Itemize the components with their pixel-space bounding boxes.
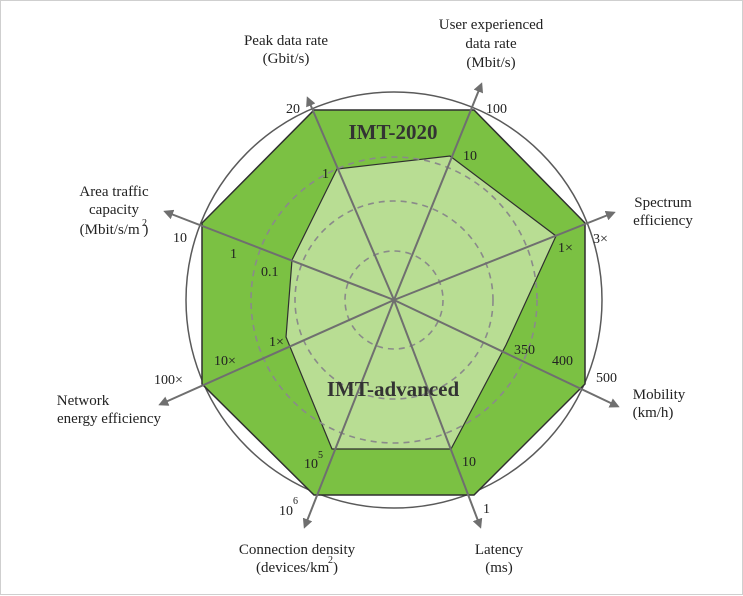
axis-title-line: data rate xyxy=(465,36,517,52)
spoke-spectrum-efficiency xyxy=(393,210,616,301)
axis-title-line: Spectrum xyxy=(634,195,692,211)
tick-imt2020: 3× xyxy=(593,232,608,247)
axis-title-line: Connection density xyxy=(239,542,356,558)
tick-imt-advanced: 1 xyxy=(230,247,237,262)
axis-title-line: Area traffic xyxy=(79,184,149,200)
axis-area-traffic-capacity: Area traffic capacity (Mbit/s/m ) 2 10 1… xyxy=(79,184,278,280)
tick-imt-advanced-base: 10 xyxy=(304,457,318,472)
axis-title-superscript: 2 xyxy=(328,555,333,566)
axis-mobility: Mobility (km/h) 500 400 350 xyxy=(514,343,686,421)
tick-imt-advanced: 10 xyxy=(462,455,476,470)
axis-network-energy-efficiency: Network energy efficiency 100× 10× 1× xyxy=(57,335,284,427)
axis-connection-density: Connection density (devices/km ) 2 10 6 … xyxy=(239,450,356,576)
tick-imt-advanced: 350 xyxy=(514,343,535,358)
axis-title-line: (Mbit/s) xyxy=(466,55,515,71)
tick-imt2020: 100× xyxy=(154,373,183,388)
tick-imt-advanced-exponent: 5 xyxy=(318,450,323,461)
axis-user-experienced-data-rate: User experienced data rate (Mbit/s) 100 … xyxy=(439,17,544,164)
imt2020-label: IMT-2020 xyxy=(348,120,437,144)
spokes xyxy=(158,82,620,529)
spoke-mobility xyxy=(393,299,620,408)
tick-imt2020: 1 xyxy=(483,502,490,517)
tick-imt-advanced: 10 xyxy=(463,149,477,164)
axis-title-line: Latency xyxy=(475,542,524,558)
tick-imt-advanced: 10× xyxy=(214,354,236,369)
axis-title-line: Mobility xyxy=(633,387,686,403)
axis-spectrum-efficiency: Spectrum efficiency 3× 1× xyxy=(558,195,693,256)
axis-title-line: (Mbit/s/m ) xyxy=(80,222,149,238)
spoke-area-traffic-capacity xyxy=(163,209,395,301)
axis-title-line: energy efficiency xyxy=(57,411,161,427)
imt-advanced-label: IMT-advanced xyxy=(327,377,460,401)
tick-imt2020: 100 xyxy=(486,102,507,117)
axis-title-line: User experienced xyxy=(439,17,544,33)
axis-title-superscript: 2 xyxy=(142,218,147,229)
tick-imt2020-exponent: 6 xyxy=(293,496,298,507)
axis-peak-data-rate: Peak data rate (Gbit/s) 20 1 xyxy=(244,33,329,182)
axis-title-line: (km/h) xyxy=(633,405,674,421)
axis-title-line: (Gbit/s) xyxy=(263,51,310,67)
axis-title-line: efficiency xyxy=(633,213,693,229)
axis-title-line: Network xyxy=(57,393,110,409)
tick-imt2020: 10 xyxy=(173,231,187,246)
dashed-ring-inner xyxy=(344,250,444,350)
tick-extra: 0.1 xyxy=(261,265,279,280)
spoke-user-experienced-data-rate xyxy=(393,82,484,301)
axis-latency: Latency (ms) 1 10 xyxy=(462,455,524,576)
spoke-peak-data-rate xyxy=(306,96,395,301)
tick-extra: 1× xyxy=(269,335,284,350)
axis-title-line: capacity xyxy=(89,202,139,218)
tick-imt2020-base: 10 xyxy=(279,504,293,519)
spoke-latency xyxy=(393,299,483,529)
spoke-connection-density xyxy=(302,299,395,529)
tick-imt2020: 20 xyxy=(286,102,300,117)
axis-title-line: Peak data rate xyxy=(244,33,328,49)
spoke-network-energy-efficiency xyxy=(158,299,395,406)
dashed-ring-outer xyxy=(250,156,538,444)
tick-imt-advanced: 1× xyxy=(558,241,573,256)
dashed-ring-middle xyxy=(294,200,494,400)
tick-imt2020: 500 xyxy=(596,371,617,386)
tick-extra: 400 xyxy=(552,354,573,369)
axis-title-line: (ms) xyxy=(485,560,513,576)
axis-title-line: (devices/km ) xyxy=(256,560,338,576)
tick-imt-advanced: 1 xyxy=(322,167,329,182)
